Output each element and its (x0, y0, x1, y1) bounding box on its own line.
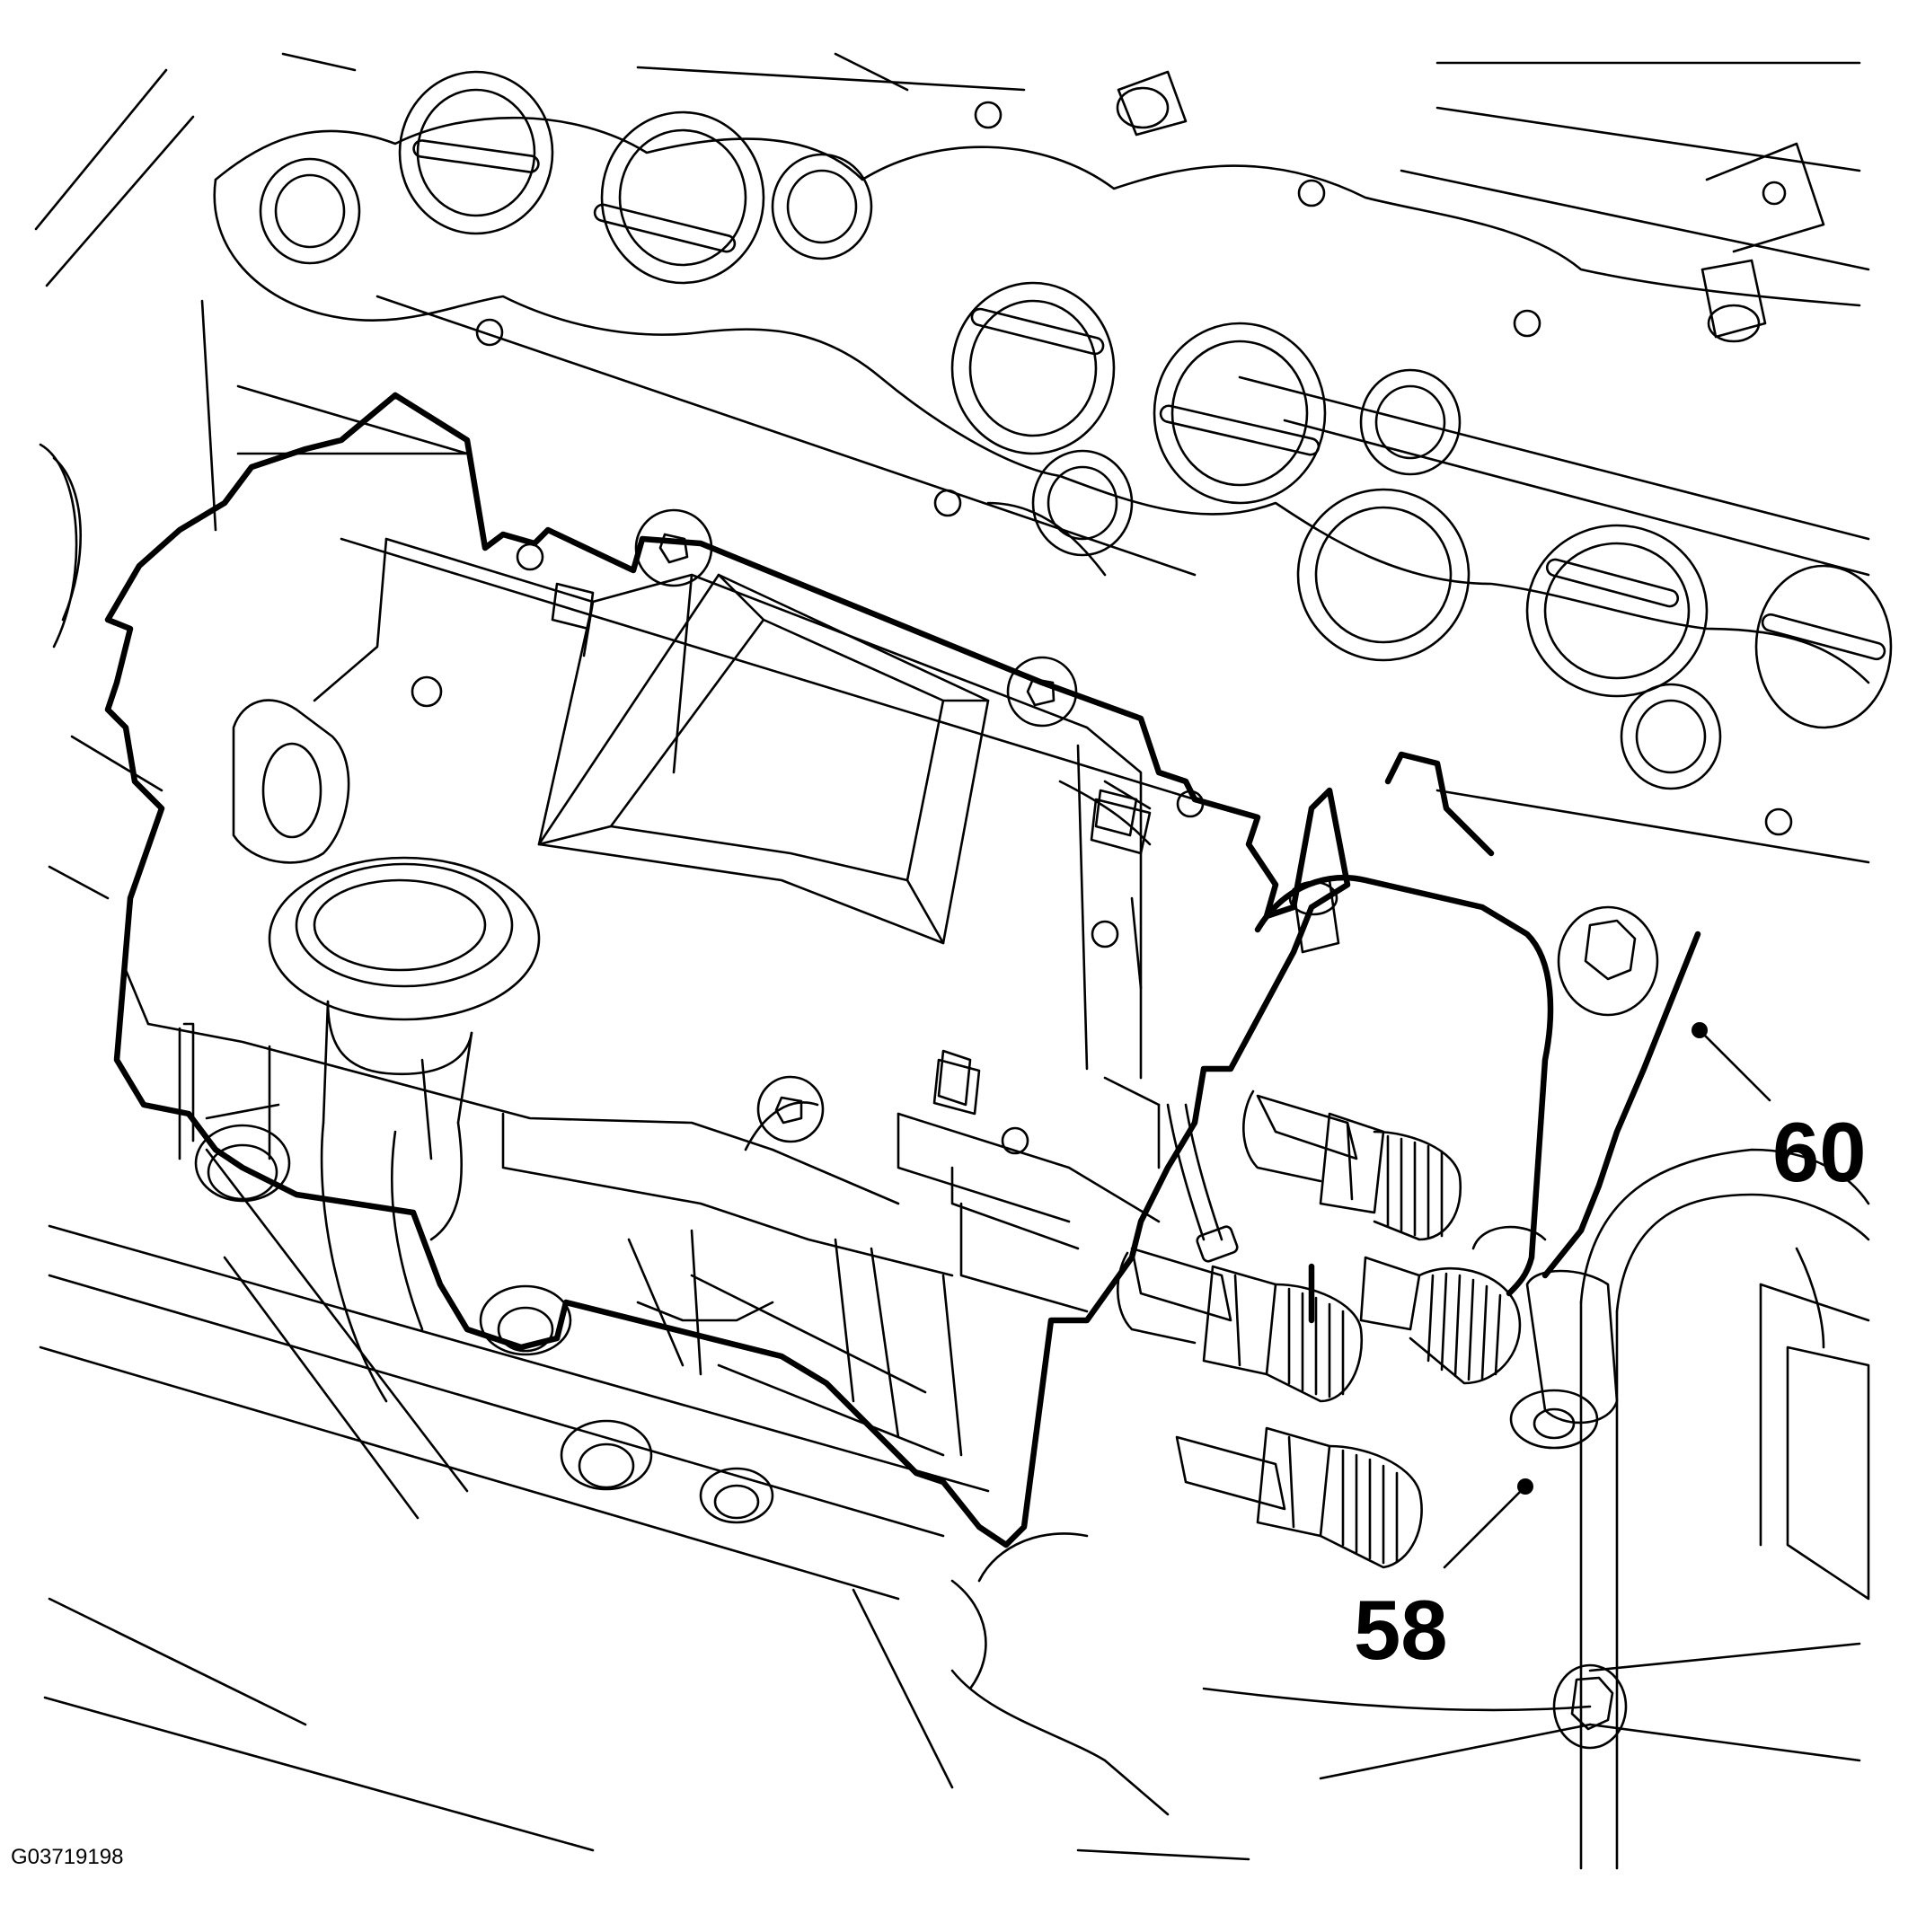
fitting-bolt (1288, 878, 1340, 954)
pump-bolt (194, 1103, 291, 1203)
manifold-bolt (1620, 683, 1722, 790)
fuel-line-fittings (1117, 751, 1701, 1750)
torx-screw (634, 508, 713, 587)
pump-bolt (560, 1419, 653, 1491)
pump-bolt (479, 1284, 572, 1356)
callout-58-label: 58 (1354, 1583, 1448, 1677)
manifold-bolt (259, 157, 361, 265)
manifold-bolt (1359, 368, 1462, 476)
torx-screw (744, 1075, 825, 1151)
filler-neck (268, 856, 541, 1403)
pulley (1579, 1148, 1870, 1870)
engine-block (39, 295, 1861, 1861)
fuel-fitting-middle (1359, 1256, 1522, 1385)
callout-60: 60 (1692, 1022, 1867, 1199)
callout-60-label: 60 (1772, 1105, 1867, 1199)
intake-manifold (34, 52, 1893, 864)
fuel-fitting-right (1471, 1225, 1619, 1450)
torx-screw (1006, 656, 1078, 728)
fuel-fitting-upper (1242, 1090, 1462, 1241)
pump-bolt (699, 1467, 774, 1524)
manifold-bolt (771, 153, 873, 260)
callout-58: 58 (1354, 1478, 1533, 1677)
fuel-fitting-bottom (1175, 1426, 1423, 1569)
fuel-pump (104, 392, 1351, 1548)
fitting-bolt (1552, 1663, 1628, 1750)
fuel-fitting-lower-left (1117, 1247, 1364, 1403)
manifold-bolt (1031, 449, 1134, 557)
fitting-bolt (1557, 905, 1659, 1017)
figure-id: G03719198 (11, 1845, 123, 1869)
pump-outline (104, 392, 1351, 1548)
